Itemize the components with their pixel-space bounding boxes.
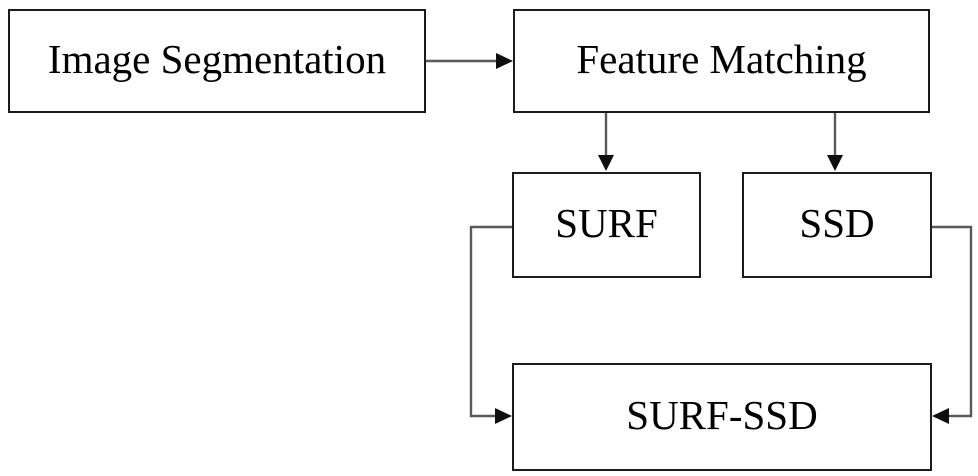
node-ssd: SSD xyxy=(742,172,932,278)
node-surf-ssd: SURF-SSD xyxy=(512,363,932,471)
edge-feature-matching-to-surf xyxy=(598,113,614,171)
edge-surf-to-surf-ssd xyxy=(469,225,512,424)
arrowhead-right-icon xyxy=(495,408,512,424)
node-feature-matching-label: Feature Matching xyxy=(576,35,867,82)
node-image-segmentation: Image Segmentation xyxy=(8,9,426,113)
edge-feature-matching-to-ssd xyxy=(827,113,843,171)
arrowhead-right-icon xyxy=(496,53,513,69)
arrowhead-left-icon xyxy=(932,408,949,424)
edge-image-segmentation-to-feature-matching xyxy=(426,53,513,69)
arrowhead-down-icon xyxy=(598,155,614,171)
node-feature-matching: Feature Matching xyxy=(513,9,930,113)
node-surf-label: SURF xyxy=(555,199,658,246)
node-surf: SURF xyxy=(512,172,701,278)
node-ssd-label: SSD xyxy=(799,199,875,246)
node-image-segmentation-label: Image Segmentation xyxy=(47,35,387,82)
node-surf-ssd-label: SURF-SSD xyxy=(626,391,818,438)
edge-ssd-to-surf-ssd xyxy=(930,225,973,424)
arrowhead-down-icon xyxy=(827,155,843,171)
